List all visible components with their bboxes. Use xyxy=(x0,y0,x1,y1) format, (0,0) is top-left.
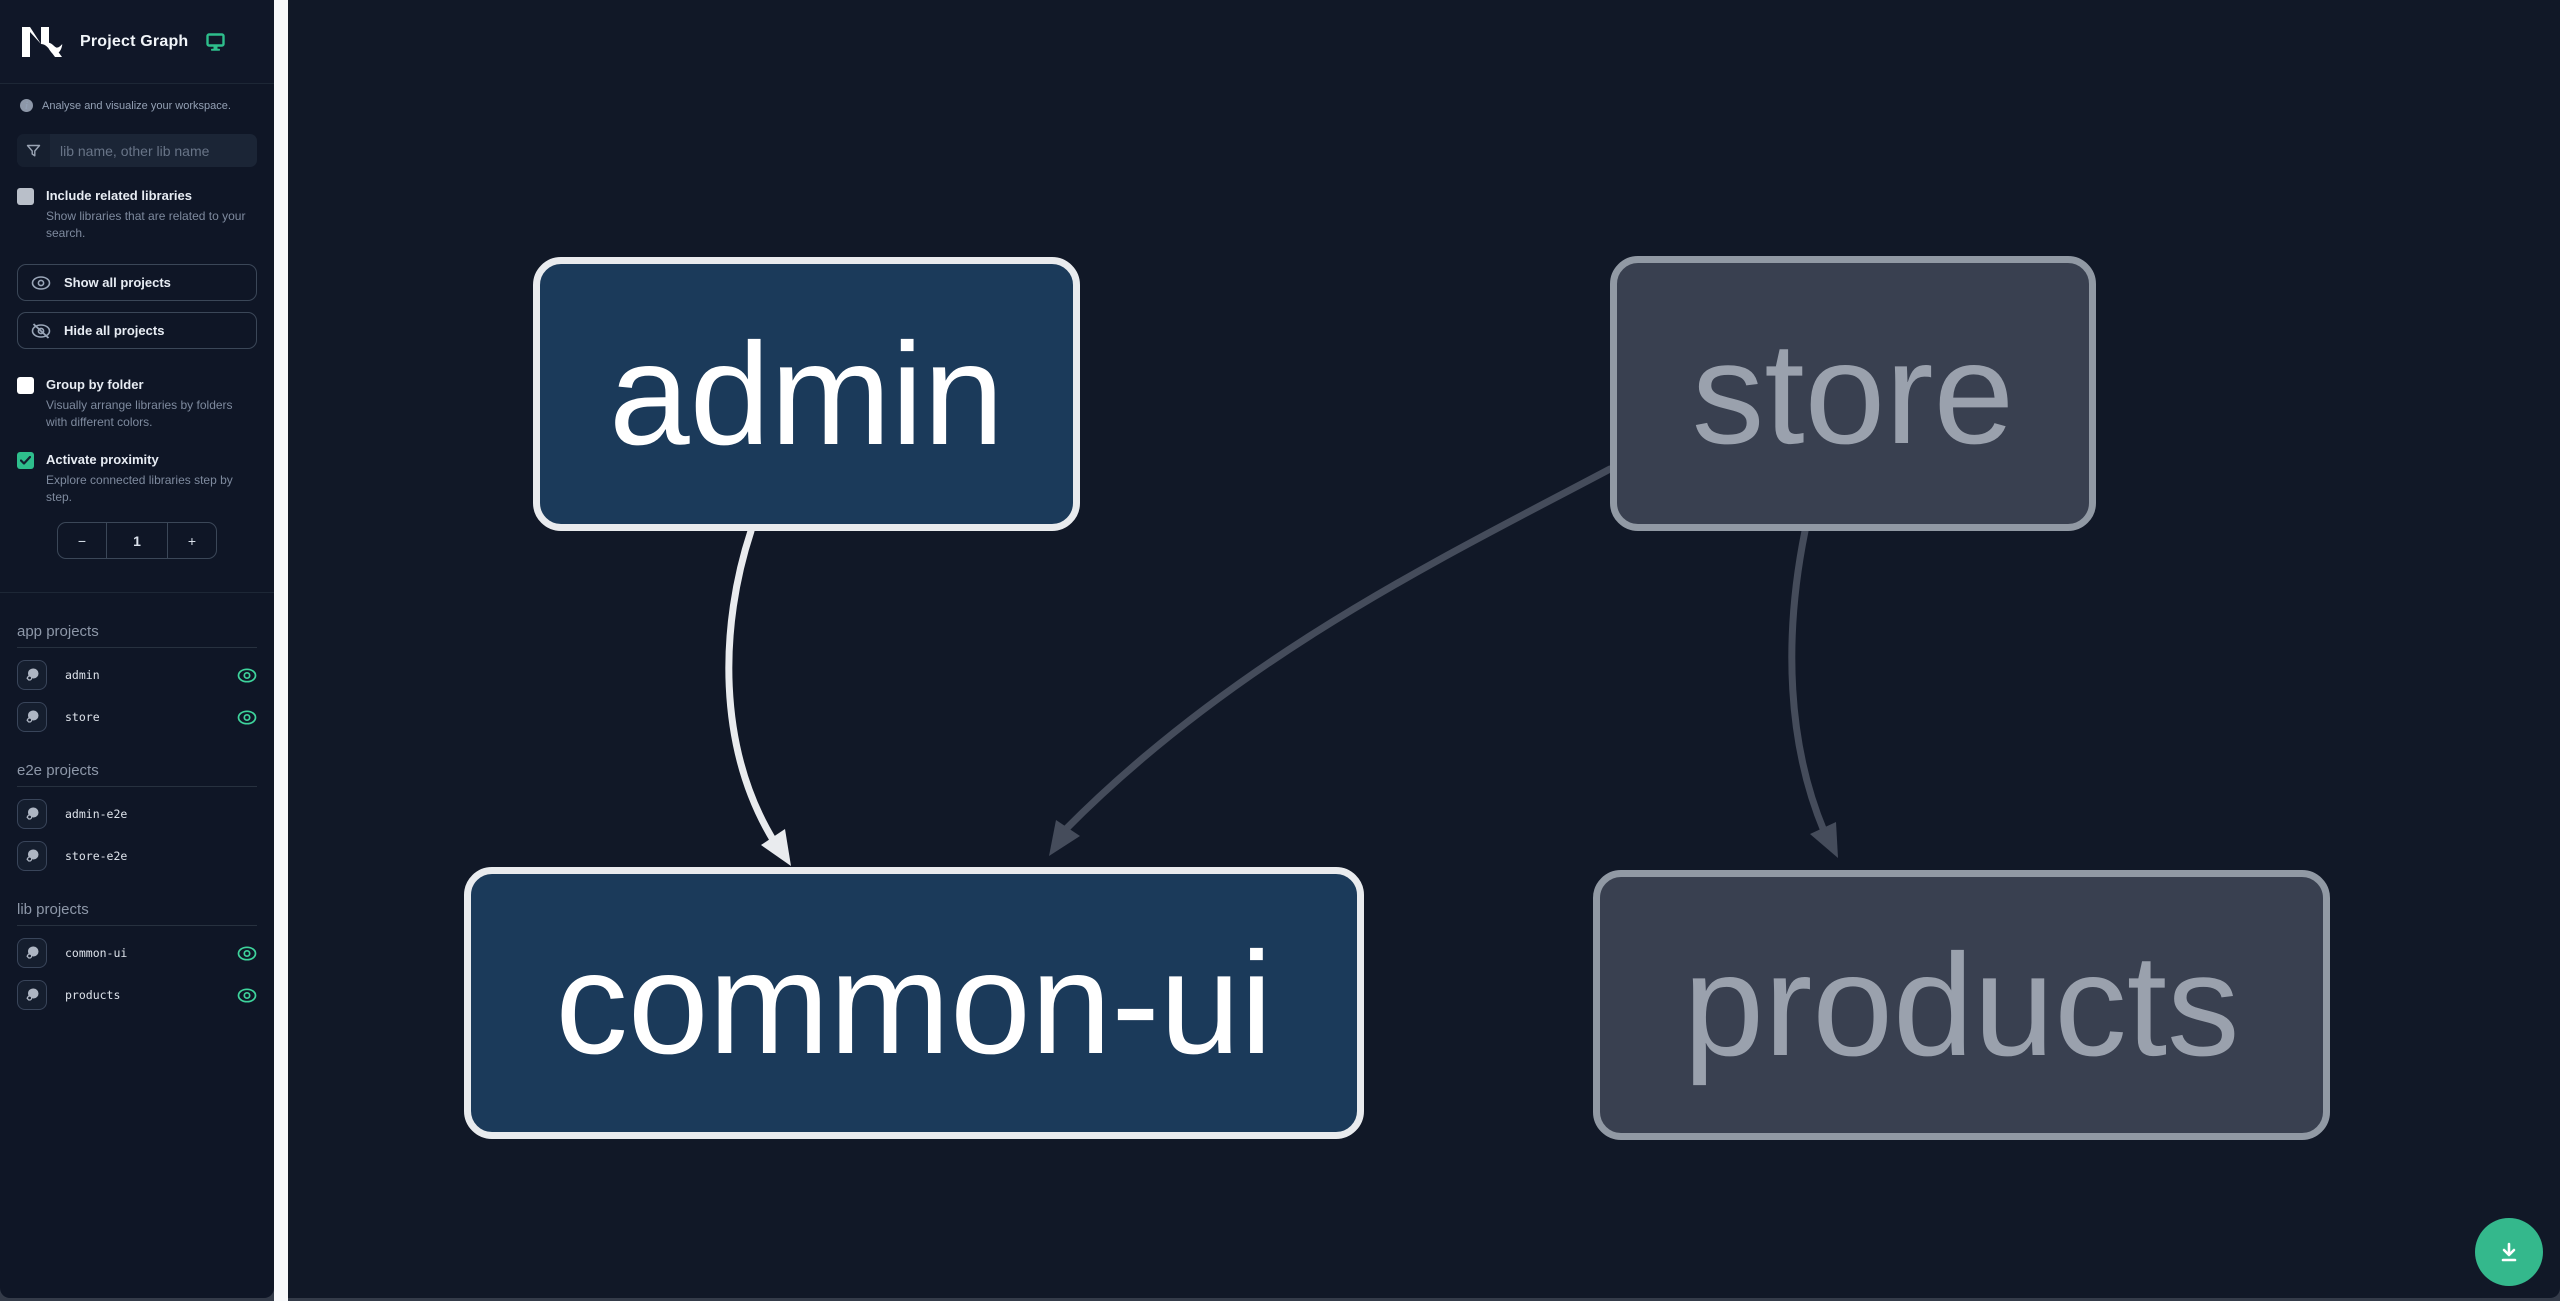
toggle-visibility-eye-icon[interactable] xyxy=(237,987,257,1003)
include-related-checkbox[interactable] xyxy=(17,188,34,205)
sidebar-item-products: products xyxy=(17,980,257,1010)
proximity-decrement-button[interactable]: − xyxy=(77,532,87,549)
activate-proximity-checkbox[interactable] xyxy=(17,452,34,469)
focus-project-icon xyxy=(26,988,39,1001)
proximity-increment-button[interactable]: + xyxy=(187,532,197,549)
sidebar-item-admin: admin xyxy=(17,660,257,690)
graph-node-common-ui[interactable]: common-ui xyxy=(464,867,1364,1139)
workspace-tagline: i Analyse and visualize your workspace. xyxy=(20,99,274,112)
graph-node-store[interactable]: store xyxy=(1610,256,2096,531)
group-by-folder-checkbox[interactable] xyxy=(17,377,34,394)
toggle-visibility-eye-icon[interactable] xyxy=(237,667,257,683)
graph-canvas[interactable]: admin store common-ui products xyxy=(288,0,2560,1298)
eye-off-icon xyxy=(31,322,51,339)
focus-project-button[interactable] xyxy=(17,660,47,690)
proximity-value: 1 xyxy=(106,523,168,558)
eye-icon xyxy=(31,275,51,290)
nx-logo-icon xyxy=(22,26,63,57)
edge-admin-common-ui[interactable] xyxy=(725,527,791,866)
toggle-visibility-eye-icon[interactable] xyxy=(237,709,257,725)
hide-all-projects-button[interactable]: Hide all projects xyxy=(17,312,257,349)
focus-project-icon xyxy=(26,668,39,681)
download-graph-button[interactable] xyxy=(2475,1218,2543,1286)
check-icon xyxy=(20,456,31,465)
focus-project-icon xyxy=(26,807,39,820)
page-title: Project Graph xyxy=(80,32,189,50)
info-icon: i xyxy=(20,99,33,112)
sidebar-item-admin-e2e: admin-e2e xyxy=(17,799,257,829)
sidebar-item-store: store xyxy=(17,702,257,732)
show-all-projects-button[interactable]: Show all projects xyxy=(17,264,257,301)
panel-resize-handle[interactable] xyxy=(274,0,288,1301)
edge-store-common-ui[interactable] xyxy=(1049,465,1614,856)
group-by-folder-row: Group by folder Visually arrange librari… xyxy=(17,376,257,431)
sidebar-divider xyxy=(0,592,274,593)
include-related-row: Include related libraries Show libraries… xyxy=(17,187,257,242)
section-lib-projects: lib projects xyxy=(17,901,257,926)
graph-edges xyxy=(725,465,1838,866)
activate-proximity-row: Activate proximity Explore connected lib… xyxy=(17,451,257,506)
graph-node-admin[interactable]: admin xyxy=(533,257,1080,531)
proximity-stepper: − 1 + xyxy=(57,522,217,559)
download-icon xyxy=(2501,1242,2517,1262)
focus-project-icon xyxy=(26,946,39,959)
sidebar: Project Graph i Analyse and visualize yo… xyxy=(0,0,274,1298)
graph-node-products[interactable]: products xyxy=(1593,870,2330,1140)
sidebar-item-common-ui: common-ui xyxy=(17,938,257,968)
section-e2e-projects: e2e projects xyxy=(17,762,257,787)
focus-project-button[interactable] xyxy=(17,938,47,968)
focus-project-button[interactable] xyxy=(17,799,47,829)
sidebar-header: Project Graph xyxy=(0,0,274,84)
edge-store-products[interactable] xyxy=(1788,527,1838,858)
focus-project-icon xyxy=(26,710,39,723)
toggle-visibility-eye-icon[interactable] xyxy=(237,945,257,961)
focus-project-icon xyxy=(26,849,39,862)
filter-funnel-icon xyxy=(17,134,50,167)
section-app-projects: app projects xyxy=(17,623,257,648)
focus-project-button[interactable] xyxy=(17,702,47,732)
monitor-icon[interactable] xyxy=(206,32,226,51)
filter-input[interactable] xyxy=(50,134,257,167)
focus-project-button[interactable] xyxy=(17,980,47,1010)
project-filter xyxy=(17,134,257,167)
focus-project-button[interactable] xyxy=(17,841,47,871)
sidebar-item-store-e2e: store-e2e xyxy=(17,841,257,871)
